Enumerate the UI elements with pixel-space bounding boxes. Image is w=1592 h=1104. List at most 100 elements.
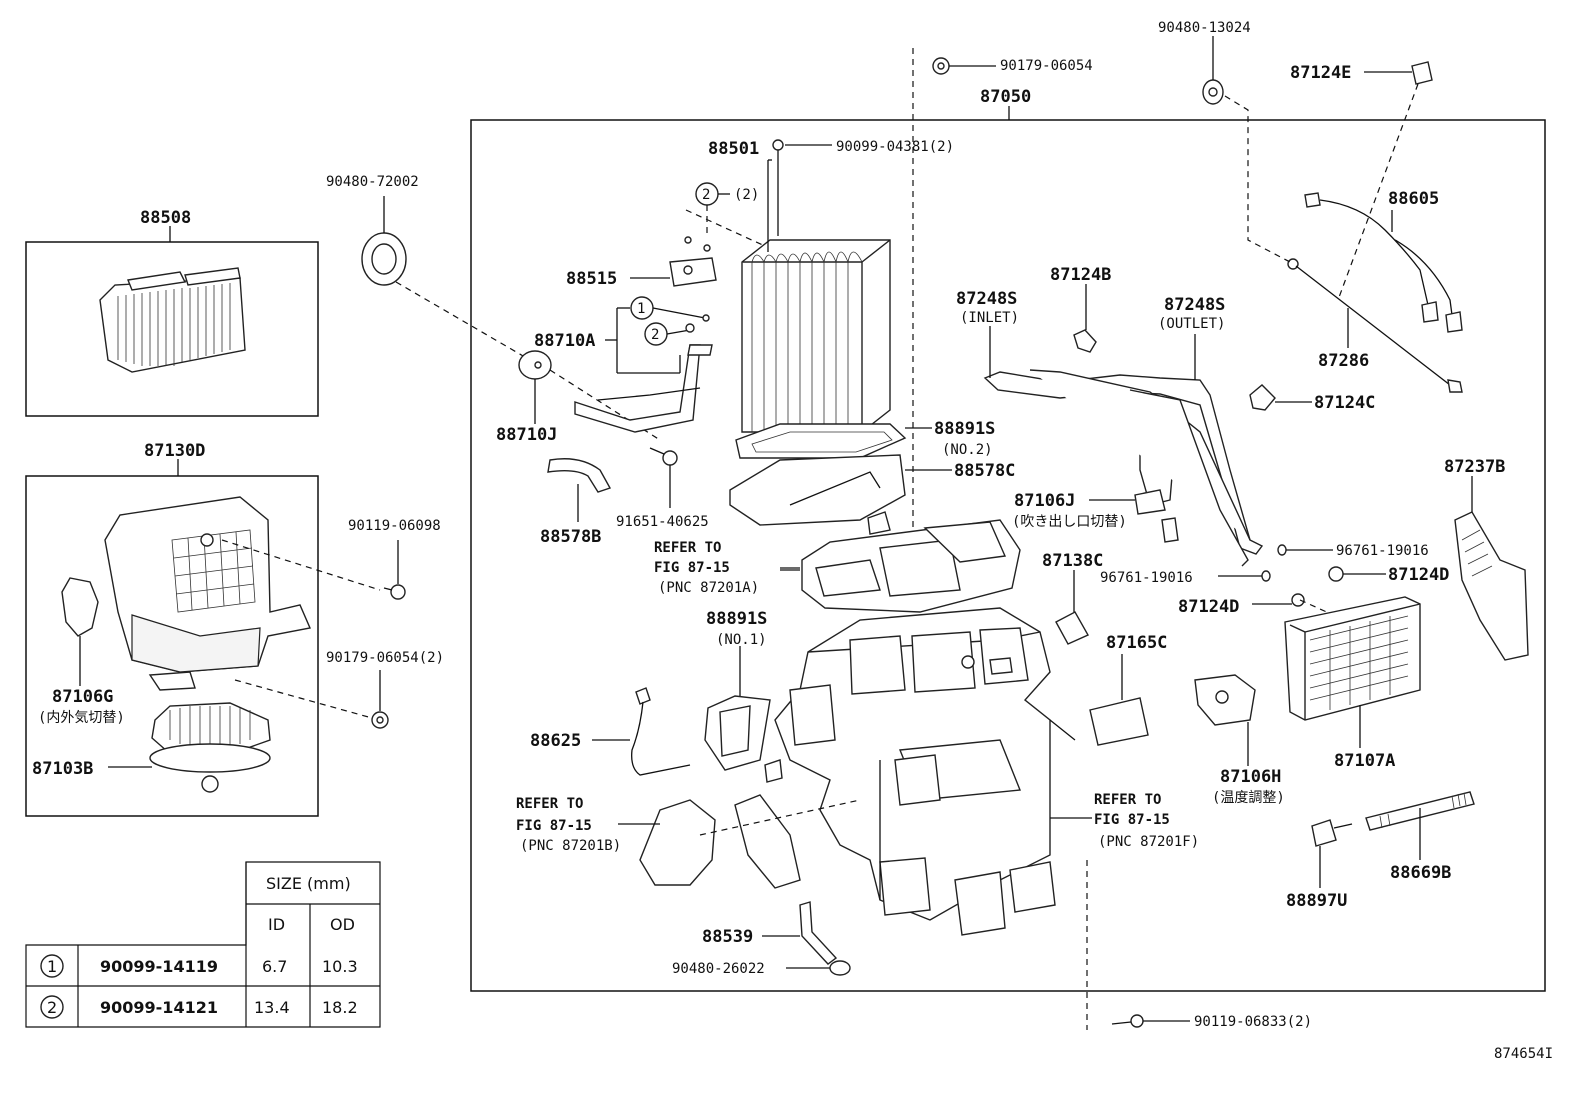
label-88508: 88508 [140,208,191,228]
label-96761-19016-b: 96761-19016 [1100,570,1193,586]
label-87124D-b: 87124D [1178,597,1239,617]
drawing-number: 874654I [1494,1046,1553,1062]
valve-block-88515 [669,257,717,287]
table-row-2-id: 13.4 [254,998,290,1017]
label-87124B: 87124B [1050,265,1111,285]
bolt-90119-06833 [1111,1014,1144,1028]
blower-frame [25,475,319,817]
label-87286: 87286 [1318,351,1369,371]
drain-pan-88578C [729,454,906,526]
callout-2a: 2 [644,322,668,346]
hose-88578B [547,458,612,493]
ref-f-line2: FIG 87-15 [1094,812,1170,828]
heater-core-87107A [1284,596,1421,721]
nut-90179-06054 [932,57,950,75]
ref-a-line3: (PNC 87201A) [658,580,759,596]
expansion-valve-88710J [518,350,552,380]
label-87106G-sub: (内外気切替) [38,710,125,726]
label-90480-72002: 90480-72002 [326,174,419,190]
wire-87286 [1287,258,1463,393]
upper-case-drawing [801,511,1021,613]
svg-text:1: 1 [637,301,645,317]
label-88501: 88501 [708,139,759,159]
ref-a-line1: REFER TO [654,540,721,556]
label-88515: 88515 [566,269,617,289]
label-87138C: 87138C [1042,551,1103,571]
table-row-2-part: 90099-14121 [100,998,218,1017]
label-87106H: 87106H [1220,767,1281,787]
label-90119-06098: 90119-06098 [348,518,441,534]
servo-87106H [1194,674,1256,726]
label-87248S-outlet: 87248S [1164,295,1225,315]
label-87106H-sub: (温度調整) [1212,790,1285,806]
harness-88605 [1304,192,1463,333]
label-88669B: 88669B [1390,863,1451,883]
label-87165C: 87165C [1106,633,1167,653]
label-90179-06054: 90179-06054 [1000,58,1093,74]
pipe-88710A [574,344,713,433]
ref-b-line2: FIG 87-15 [516,818,592,834]
foot-duct [639,799,716,886]
label-90179-06054-2: 90179-06054(2) [326,650,444,666]
clamp-87124B [1073,329,1097,353]
lower-duct [734,794,801,889]
label-90119-06833: 90119-06833(2) [1194,1014,1312,1030]
ref-f-line3: (PNC 87201F) [1098,834,1199,850]
svg-text:(2): (2) [734,187,759,203]
nut-90179-06054-2 [371,711,389,729]
label-88891S-no2: 88891S [934,419,995,439]
label-88710J: 88710J [496,425,557,445]
oring-96761-a [1277,544,1287,556]
sensor-88897U [1311,819,1353,847]
ref-a-line2: FIG 87-15 [654,560,730,576]
table-header-size: SIZE (mm) [266,874,351,893]
ref-f-line1: REFER TO [1094,792,1161,808]
label-87106J-sub: (吹き出し口切替) [1012,514,1127,530]
label-88710A: 88710A [534,331,595,351]
label-88578C: 88578C [954,461,1015,481]
table-row-2-od: 18.2 [322,998,358,1017]
label-87106G: 87106G [52,687,113,707]
label-87124C: 87124C [1314,393,1375,413]
label-88891S-no1: 88891S [706,609,767,629]
label-87237B: 87237B [1444,457,1505,477]
sensor-88625 [631,687,691,776]
label-88539: 88539 [702,927,753,947]
label-87248S-inlet: 87248S [956,289,1017,309]
label-90480-13024: 90480-13024 [1158,20,1251,36]
label-87130D: 87130D [144,441,205,461]
table-header-od: OD [330,915,355,934]
air-filter-drawing [99,267,246,373]
screw-90119-06098 [383,584,406,600]
svg-text:2: 2 [651,327,659,343]
label-88605: 88605 [1388,189,1439,209]
callout-2b: 2 (2) [695,182,759,206]
resistor-87165C [1089,697,1149,746]
label-87124D-a: 87124D [1388,565,1449,585]
label-88891S-no1-sub: (NO.1) [716,632,767,648]
size-table: SIZE (mm) ID OD 1 90099-14119 6.7 10.3 2… [25,861,381,1028]
label-88897U: 88897U [1286,891,1347,911]
filter-frame [25,241,319,417]
svg-text:2: 2 [702,187,710,203]
table-row-1-id: 6.7 [262,957,287,976]
panel-87237B [1454,511,1529,661]
evaporator-88501 [741,239,891,433]
label-87248S-inlet-sub: (INLET) [960,310,1019,326]
label-90480-26022: 90480-26022 [672,961,765,977]
label-87103B: 87103B [32,759,93,779]
clip-87124E [1411,61,1433,85]
part-labels: 88508 87130D 87106G (内外気切替) 87103B 90480… [32,20,1553,1062]
pipes-87248S [983,369,1264,567]
label-96761-19016-a: 96761-19016 [1336,543,1429,559]
label-87050: 87050 [980,87,1031,107]
bolt-91651-40625 [649,447,678,466]
sensor-87138C [1055,611,1089,645]
label-87248S-outlet-sub: (OUTLET) [1158,316,1225,332]
clamp-87124D-b [1328,566,1344,582]
hvac-case-drawing [764,607,1076,936]
clip-87124C [1249,384,1276,411]
label-88891S-no2-sub: (NO.2) [942,442,993,458]
callout-1: 1 [630,296,654,320]
